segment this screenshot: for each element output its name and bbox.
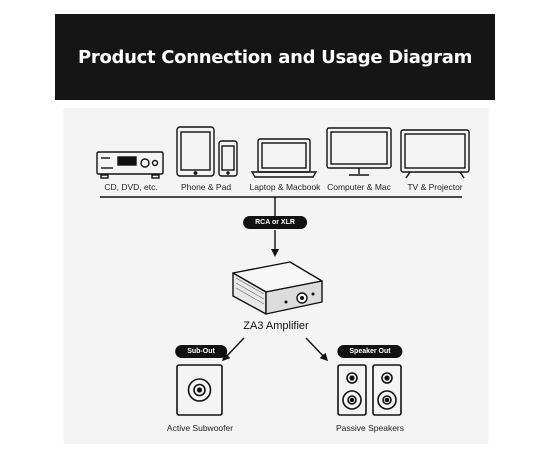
source-label-cd: CD, DVD, etc. xyxy=(104,182,158,192)
phone-tablet-icon xyxy=(176,126,238,177)
laptop-icon xyxy=(250,138,318,178)
amplifier-label: ZA3 Amplifier xyxy=(243,320,309,332)
tv-icon xyxy=(400,129,470,179)
amp-to-speaker-arrow xyxy=(305,337,329,362)
rca-xlr-badge: RCA or XLR xyxy=(243,216,307,229)
amplifier-icon xyxy=(232,261,323,315)
connection-lines xyxy=(100,196,462,362)
subwoofer-label: Active Subwoofer xyxy=(166,423,234,433)
speakers-icon xyxy=(337,364,402,416)
sub-out-badge: Sub-Out xyxy=(175,345,227,358)
cd-player-icon xyxy=(96,151,164,179)
monitor-icon xyxy=(326,127,392,176)
speakers-label: Passive Speakers xyxy=(335,423,405,433)
speaker-out-badge: Speaker Out xyxy=(337,345,403,358)
subwoofer-icon xyxy=(176,364,223,416)
title-banner: Product Connection and Usage Diagram xyxy=(55,14,495,100)
source-label-tv: TV & Projector xyxy=(407,182,463,192)
source-label-laptop: Laptop & Macbook xyxy=(249,182,321,192)
amp-to-sub-arrow xyxy=(221,337,245,362)
page-title: Product Connection and Usage Diagram xyxy=(77,46,473,68)
source-label-phone: Phone & Pad xyxy=(180,182,232,192)
source-label-computer: Computer & Mac xyxy=(327,182,391,192)
